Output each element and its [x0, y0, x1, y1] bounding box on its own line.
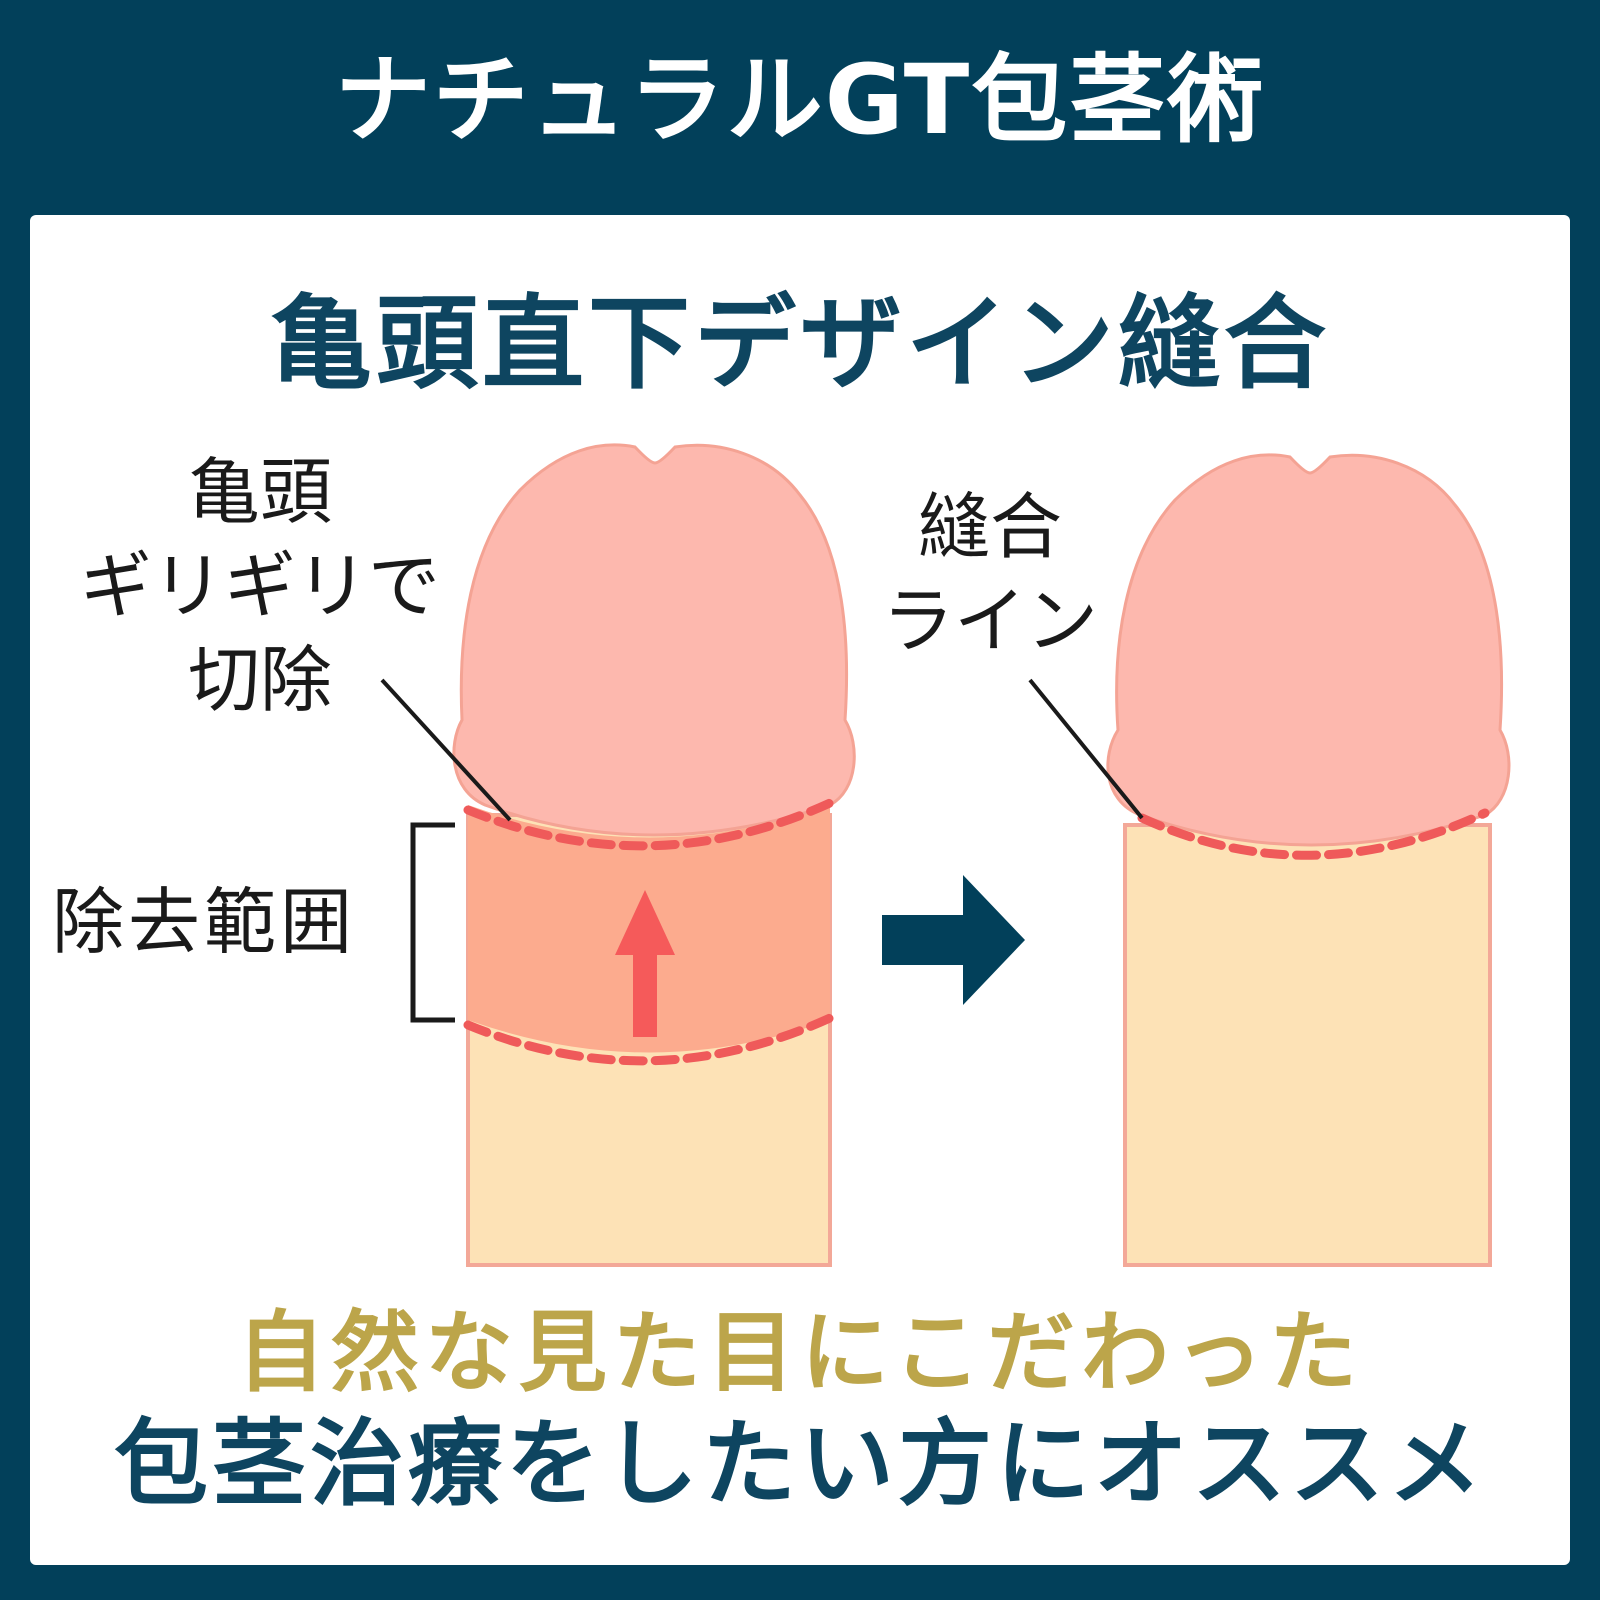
after-glans [1106, 453, 1511, 847]
tagline-line-2: 包茎治療をしたい方にオススメ [113, 1410, 1486, 1519]
lower-cut-line [463, 1013, 835, 1066]
up-arrow-icon [615, 890, 675, 1037]
suture-label-line: 縫合 [917, 485, 1062, 569]
right-arrow-icon [882, 875, 1025, 1005]
suture-label: 縫合 ライン [860, 480, 1120, 668]
after-shaft [1123, 823, 1492, 1267]
suture-line [1137, 808, 1490, 860]
page-title: ナチュラルGT包茎術 [334, 44, 1266, 156]
before-glans [452, 443, 856, 837]
cut-label-line: ギリギリで [79, 544, 440, 628]
removal-range-label: 除去範囲 [52, 880, 357, 964]
after-figure [1028, 453, 1511, 1267]
suture-label-line: ライン [881, 579, 1098, 663]
upper-cut-line [463, 798, 835, 851]
removal-range-bracket [410, 822, 455, 1023]
cut-label-line: 切除 [187, 638, 332, 722]
before-figure [380, 443, 856, 1267]
diagram-card: 亀頭直下デザイン縫合 [30, 215, 1570, 1565]
cut-label: 亀頭 ギリギリで 切除 [60, 445, 460, 727]
cut-label-line: 亀頭 [187, 450, 332, 534]
suture-leader-line [1028, 678, 1144, 820]
tagline-line-1: 自然な見た目にこだわった [236, 1301, 1364, 1404]
diagram-heading: 亀頭直下デザイン縫合 [270, 285, 1330, 404]
procedure-illustration [380, 443, 1511, 1267]
cut-leader-line [380, 678, 512, 822]
